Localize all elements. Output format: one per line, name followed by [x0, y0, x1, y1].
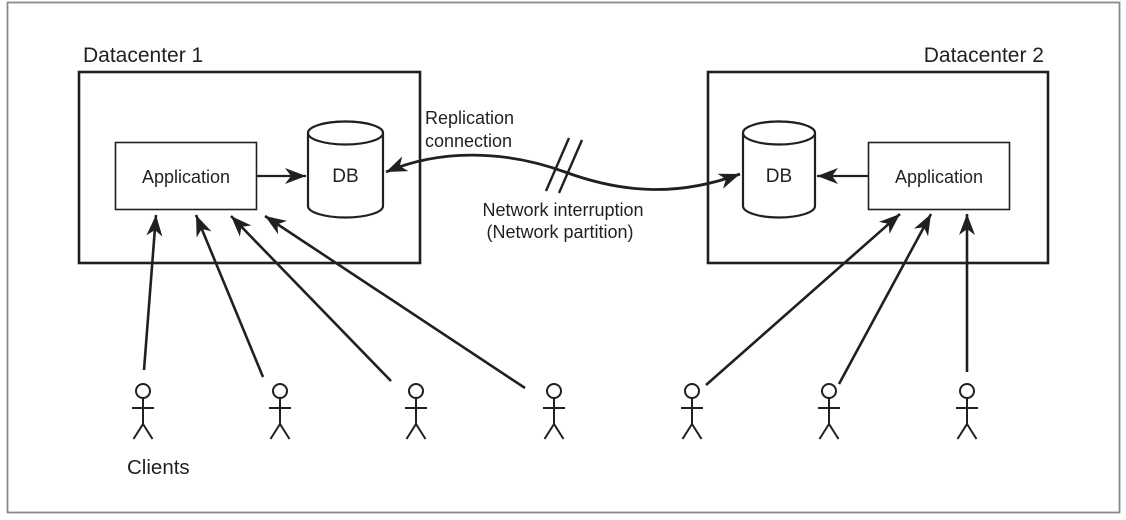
datacenter2-application-label: Application	[895, 167, 983, 187]
datacenter1-database-cylinder-icon: DB	[306, 120, 385, 219]
client5-to-app2-arrow	[705, 213, 901, 386]
dc1-client-arrows	[142, 214, 526, 390]
client1-to-app1-arrow	[142, 214, 163, 371]
clients-label: Clients	[127, 456, 190, 479]
datacenter2-label: Datacenter 2	[924, 44, 1044, 67]
datacenter2-application-box	[867, 141, 1011, 211]
double-slash-break-icon	[544, 137, 584, 194]
replication-connection-arrow	[385, 153, 741, 191]
datacenter1-application-label: Application	[142, 167, 230, 187]
replication-label-line2: connection	[425, 131, 512, 151]
dc2-client-arrows	[705, 213, 975, 386]
datacenter1-label: Datacenter 1	[83, 44, 203, 67]
network-interruption-label-line2: (Network partition)	[486, 222, 633, 242]
datacenter1-application-box	[114, 141, 258, 211]
datacenter1-db-label: DB	[332, 166, 358, 187]
network-interruption-label-line1: Network interruption	[482, 200, 643, 220]
client3-to-app1-arrow	[230, 215, 392, 382]
datacenter2-database-cylinder-icon: DB	[741, 120, 817, 219]
replication-label-line1: Replication	[425, 108, 514, 128]
datacenter2-db-label: DB	[766, 166, 792, 187]
client4-to-app1-arrow	[264, 214, 526, 390]
client6-to-app2-arrow	[837, 213, 933, 385]
client2-to-app1-arrow	[194, 214, 265, 378]
